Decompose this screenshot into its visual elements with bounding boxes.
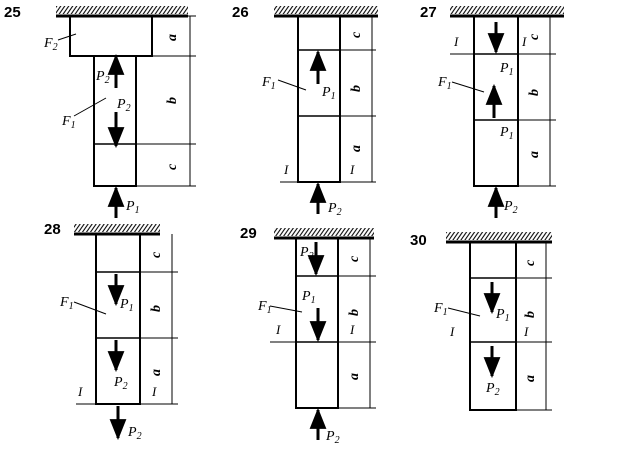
leader-line: [447, 307, 481, 317]
force-label-p2-top: P2: [299, 245, 314, 262]
force-label-p1: P1: [119, 297, 134, 314]
dim-label-b: b: [349, 85, 364, 92]
leader-line: [451, 81, 485, 93]
area-label-f1: F1: [437, 75, 452, 92]
ceiling-hatch: [274, 228, 374, 236]
dim-label-a: a: [527, 151, 542, 158]
bar-column: [469, 241, 517, 411]
section-mark-right: I: [521, 34, 527, 49]
problem-27: 27 c b a I I P1 F1 P1 P2: [420, 4, 564, 218]
problem-number: 28: [44, 221, 61, 238]
leader-line: [73, 301, 107, 315]
dim-label-a: a: [347, 373, 362, 380]
dim-label-c: c: [347, 255, 362, 262]
problem-number: 25: [4, 4, 21, 21]
problem-25: 25 a b c F2 F1 P2 P2 P1: [4, 4, 196, 218]
dim-label-a: a: [349, 145, 364, 152]
force-label-p2: P2: [327, 201, 342, 218]
area-label-f1: F1: [261, 75, 276, 92]
dim-label-a: a: [523, 375, 538, 382]
section-mark-left: I: [77, 384, 83, 399]
ceiling-hatch: [56, 6, 188, 14]
problem-number: 29: [240, 225, 257, 242]
section-mark-left: I: [453, 34, 459, 49]
dim-label-b: b: [149, 305, 164, 312]
section-mark-left: I: [283, 162, 289, 177]
dim-label-b: b: [165, 97, 180, 104]
area-label-f1: F1: [257, 299, 272, 316]
section-mark-right: I: [151, 384, 157, 399]
dim-label-b: b: [527, 89, 542, 96]
dim-label-c: c: [527, 33, 542, 40]
force-label-p1: P1: [301, 289, 316, 306]
dim-label-a: a: [149, 369, 164, 376]
force-label-p1-upper: P1: [499, 61, 514, 78]
leader-line: [57, 33, 77, 41]
ceiling-hatch: [274, 6, 378, 14]
problem-number: 26: [232, 4, 249, 21]
force-label-p2: P2: [485, 381, 500, 398]
force-label-p2-lower: P2: [116, 97, 131, 114]
dim-label-c: c: [349, 31, 364, 38]
force-label-p2-inner: P2: [113, 375, 128, 392]
problem-30: 30 c b a F1 P1 I I P2: [410, 232, 552, 411]
section-mark-left: I: [449, 324, 455, 339]
dim-label-b: b: [347, 309, 362, 316]
dim-label-b: b: [523, 311, 538, 318]
force-label-p2: P2: [503, 199, 518, 216]
force-label-p2-bottom: P2: [325, 429, 340, 446]
section-mark-right: I: [349, 162, 355, 177]
force-label-p1: P1: [321, 85, 336, 102]
area-label-f1: F1: [433, 301, 448, 318]
ceiling-hatch: [74, 224, 160, 232]
force-label-p1: P1: [125, 199, 140, 216]
leader-line: [269, 305, 303, 313]
area-label-f1: F1: [61, 114, 76, 131]
dim-label-c: c: [165, 163, 180, 170]
ceiling-hatch: [446, 232, 552, 240]
force-label-p2-bottom: P2: [127, 425, 142, 442]
section-mark-right: I: [523, 324, 529, 339]
problem-29: 29 c b a P2 F1 P1 I I P2: [240, 225, 376, 446]
force-label-p1-lower: P1: [499, 125, 514, 142]
area-label-f1: F1: [59, 295, 74, 312]
dim-label-c: c: [523, 259, 538, 266]
leader-line: [277, 79, 307, 91]
problem-number: 30: [410, 232, 427, 249]
force-label-p1: P1: [495, 307, 510, 324]
ceiling-hatch: [450, 6, 564, 14]
dim-label-c: c: [149, 251, 164, 258]
problem-26: 26 c b a F1 P1 I I P2: [232, 4, 378, 218]
problem-number: 27: [420, 4, 437, 21]
leader-line: [73, 97, 107, 117]
section-mark-right: I: [349, 322, 355, 337]
dim-label-a: a: [165, 34, 180, 41]
area-label-f2: F2: [43, 36, 58, 53]
problem-28: 28 c b a F1 P1 P2 I I P2: [44, 221, 178, 442]
force-label-p2-upper: P2: [95, 69, 110, 86]
bar-section-wide: [69, 15, 153, 57]
section-mark-left: I: [275, 322, 281, 337]
